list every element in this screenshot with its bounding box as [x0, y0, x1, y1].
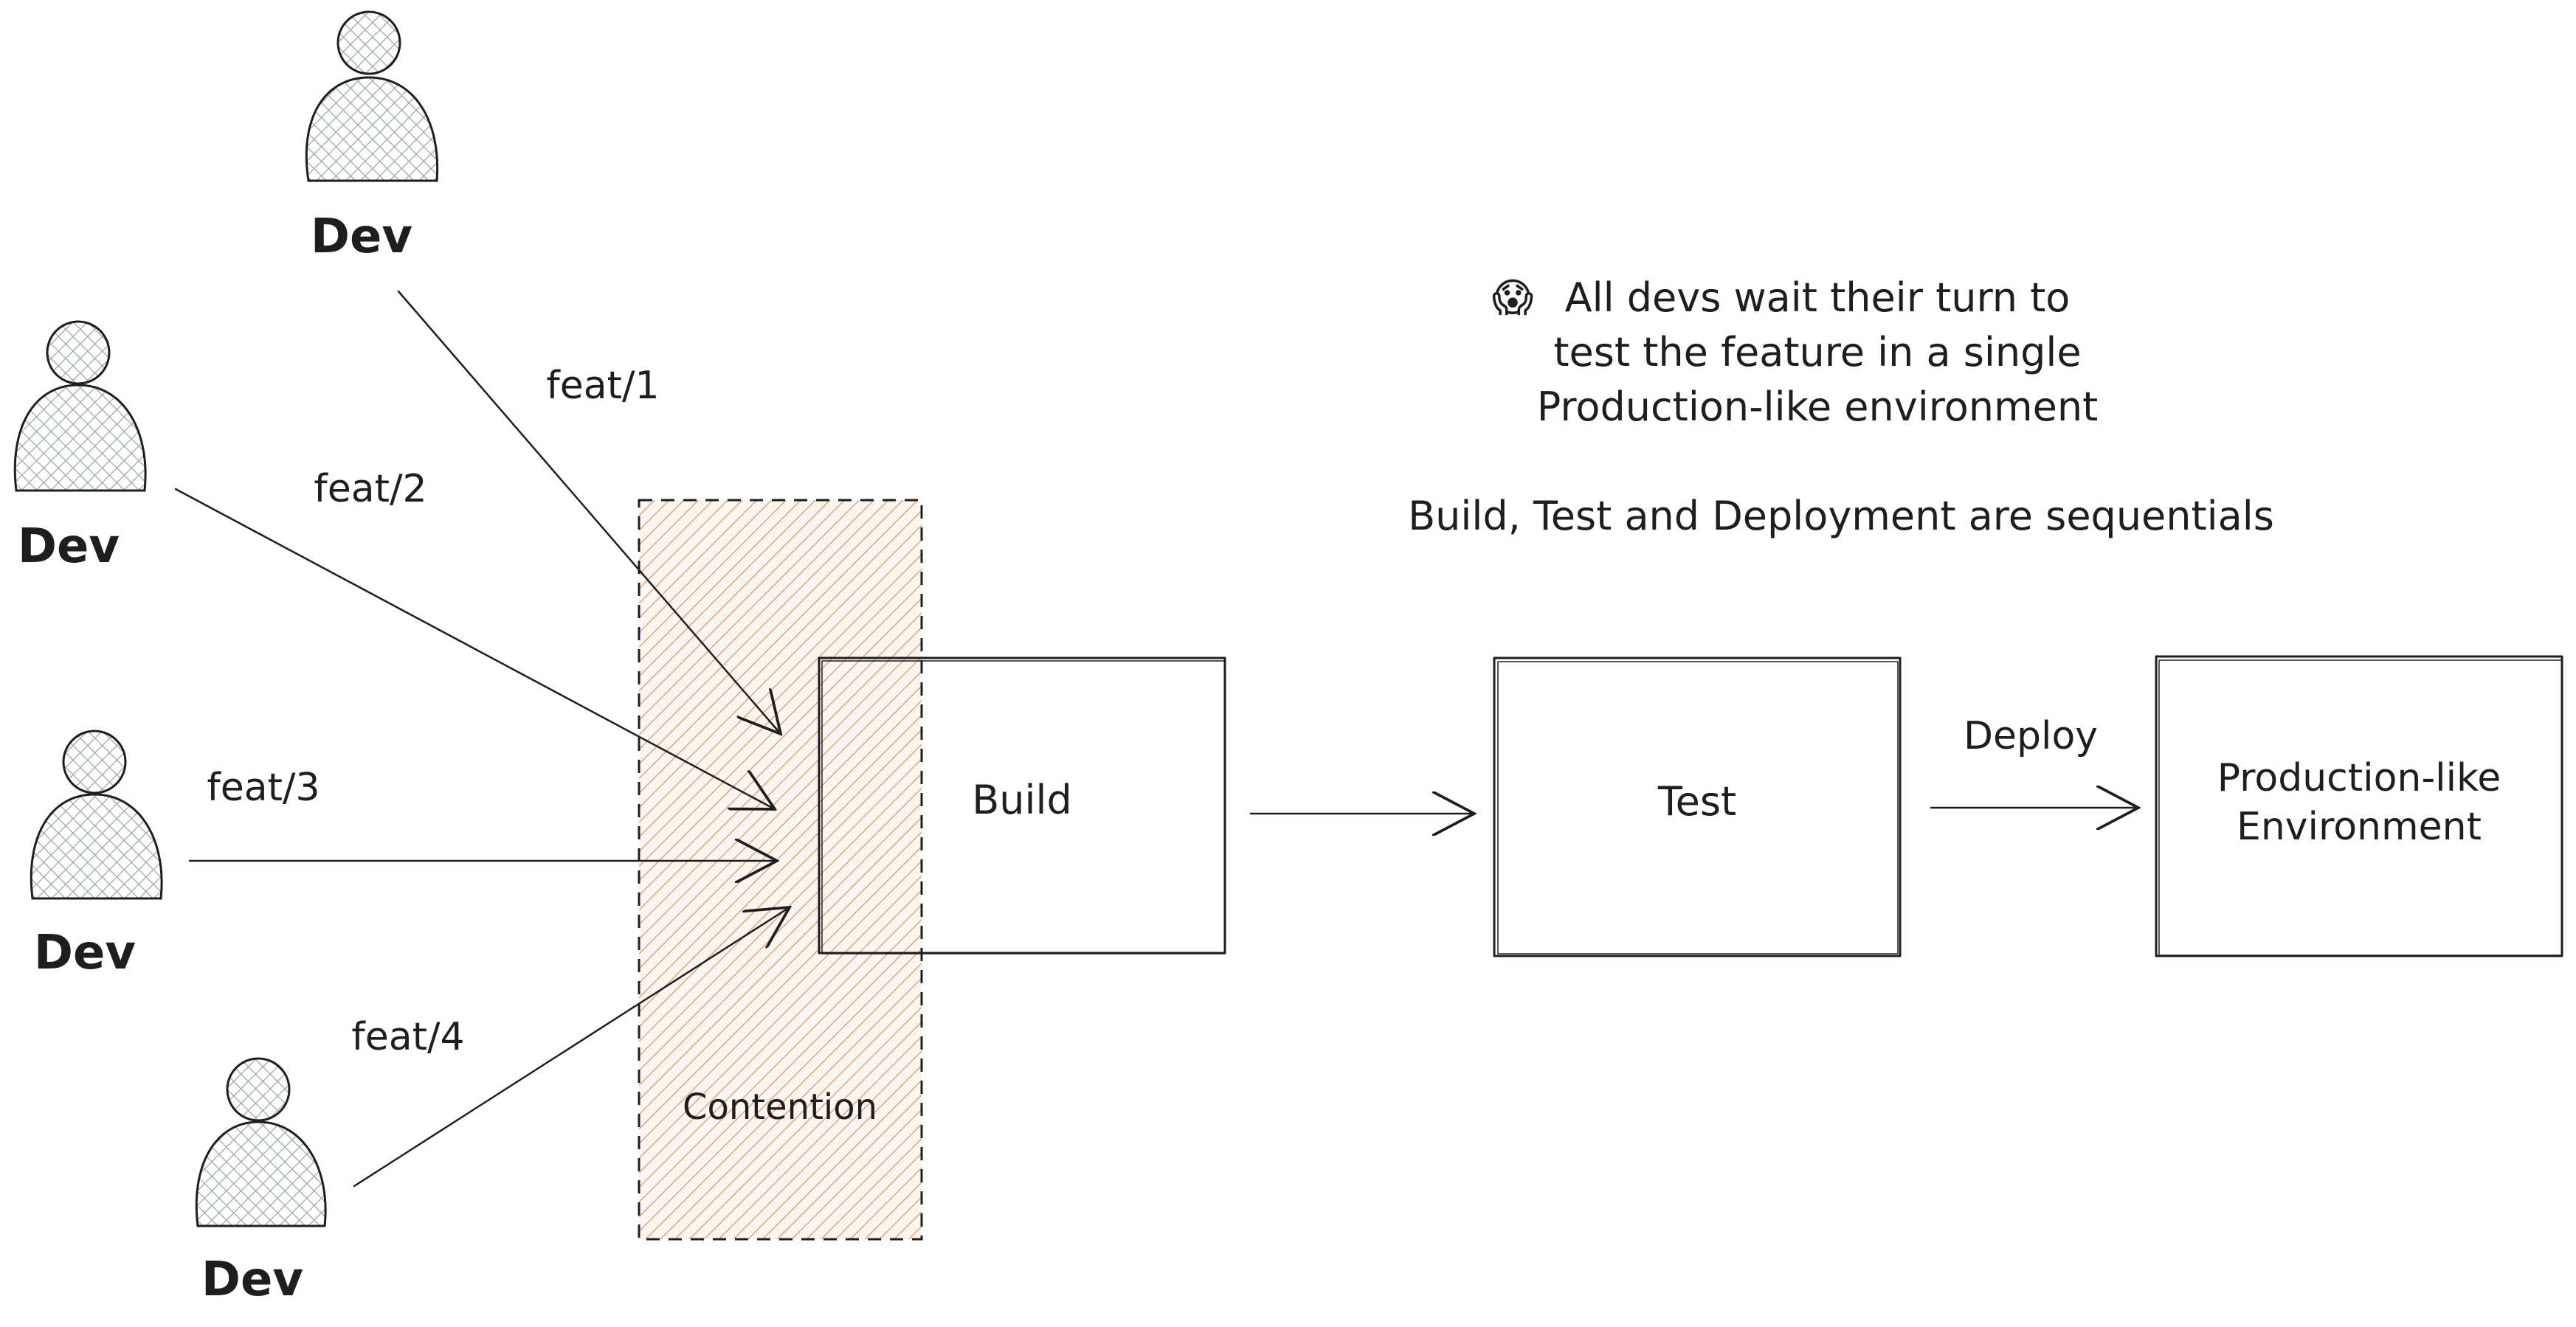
dev-label-4: Dev — [201, 1252, 303, 1307]
production-label-line1: Production-like — [2217, 756, 2501, 800]
sequential-note: Build, Test and Deployment are sequentia… — [1408, 493, 2274, 539]
dev-avatar-4: Dev — [195, 1057, 327, 1307]
test-label: Test — [1657, 778, 1736, 825]
person-icon — [336, 10, 401, 75]
dev-avatar-3: Dev — [30, 730, 163, 980]
dev-avatar-2: Dev — [13, 320, 147, 574]
production-stage: Production-like Environment — [2155, 655, 2563, 957]
feat2-arrow — [174, 488, 775, 809]
person-icon — [62, 730, 127, 794]
dev-label-2: Dev — [18, 519, 120, 574]
build-label: Build — [972, 777, 1072, 823]
feat4-arrow — [353, 907, 790, 1188]
dev-label-1: Dev — [311, 209, 412, 264]
person-icon — [226, 1057, 291, 1122]
note-line-2: test the feature in a single — [1553, 329, 2081, 375]
contention-label: Contention — [683, 1087, 877, 1128]
note-text: 😱 All devs wait their turn to test the f… — [1408, 274, 2274, 539]
deploy-label: Deploy — [1964, 714, 2098, 758]
branch-label-feat3: feat/3 — [207, 766, 320, 810]
contention-zone: Contention — [638, 499, 923, 1241]
note-line-1: All devs wait their turn to — [1565, 274, 2071, 321]
branch-label-feat1: feat/1 — [546, 364, 659, 408]
feat1-arrow — [397, 290, 781, 734]
person-icon — [46, 320, 111, 385]
build-stage: Build — [818, 656, 1226, 954]
note-line-3: Production-like environment — [1537, 384, 2098, 430]
dev-avatar-1: Dev — [305, 10, 439, 264]
test-stage: Test — [1493, 656, 1902, 957]
scream-emoji-icon: 😱 — [1492, 274, 1533, 321]
branch-label-feat4: feat/4 — [351, 1015, 464, 1059]
dev-label-3: Dev — [34, 926, 136, 980]
branch-label-feat2: feat/2 — [314, 467, 427, 511]
production-label-line2: Environment — [2237, 805, 2482, 849]
